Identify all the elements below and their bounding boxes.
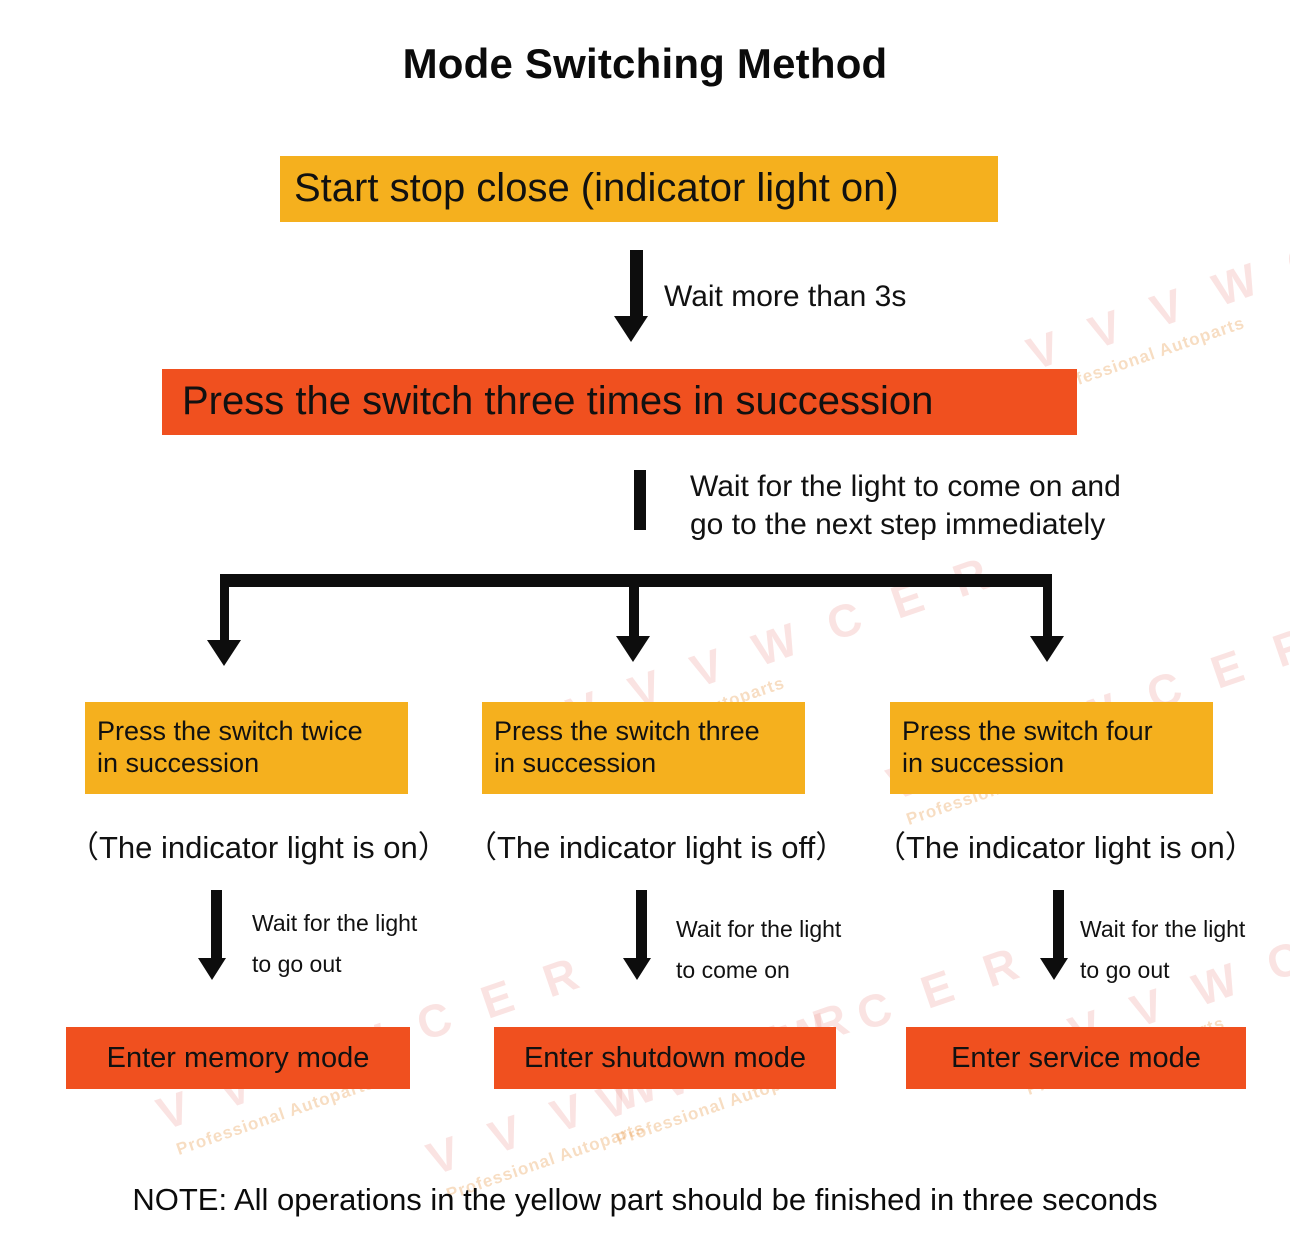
branch-2-action-line-1: Press the switch three [494, 716, 760, 747]
branch-3-wait-line-1: Wait for the light [1080, 916, 1246, 942]
branch-1-action-line-1: Press the switch twice [97, 716, 363, 747]
flow-node-enter-memory-mode: Enter memory mode [66, 1027, 410, 1089]
flow-node-branch-2-action: Press the switch three in succession [482, 702, 805, 794]
branch-1-indicator-note: （The indicator light is on） [68, 830, 449, 865]
branch-3-action-line-1: Press the switch four [902, 716, 1153, 747]
edge-label-wait-light-on: Wait for the light to come on and go to … [690, 468, 1121, 545]
branch-3-wait-line-2: to go out [1080, 957, 1170, 984]
arrow-down-icon [207, 640, 241, 666]
arrow-down-icon [630, 250, 643, 320]
flow-node-branch-1-action: Press the switch twice in succession [85, 702, 408, 794]
page-title: Mode Switching Method [402, 40, 888, 87]
branch-split-bar [220, 574, 1052, 587]
arrow-down-icon [1040, 958, 1068, 980]
arrow-down-icon [220, 585, 229, 645]
arrow-down-icon [1043, 585, 1052, 640]
arrow-down-icon [614, 316, 648, 342]
arrow-down-icon [198, 958, 226, 980]
branch-1-action-line-2: in succession [97, 748, 260, 778]
arrow-down-icon [636, 890, 647, 962]
branch-3-action-line-2: in succession [902, 748, 1065, 778]
branch-1-wait-line-2: to go out [252, 951, 342, 978]
flow-node-branch-3-action: Press the switch four in succession [890, 702, 1213, 794]
edge-label-line-1: Wait for the light to come on and [690, 470, 1121, 503]
edge-label-line-2: go to the next step immediately [690, 508, 1106, 542]
arrow-down-icon [616, 636, 650, 662]
flow-node-enter-shutdown-mode: Enter shutdown mode [494, 1027, 836, 1089]
edge-label-wait-3s: Wait more than 3s [664, 280, 907, 313]
branch-2-wait-label: Wait for the light to come on [676, 909, 841, 992]
branch-1-wait-line-1: Wait for the light [252, 910, 418, 936]
flow-node-press-switch-three-times: Press the switch three times in successi… [162, 369, 1077, 435]
arrow-down-icon [629, 585, 639, 640]
branch-3-indicator-note: （The indicator light is on） [875, 830, 1256, 865]
branch-2-action-line-2: in succession [494, 748, 657, 778]
arrow-down-icon [1053, 890, 1064, 962]
arrow-down-icon [623, 958, 651, 980]
branch-2-wait-line-2: to come on [676, 957, 790, 984]
arrow-down-icon [1030, 636, 1064, 662]
branch-1-wait-label: Wait for the light to go out [252, 903, 417, 986]
footer-note: NOTE: All operations in the yellow part … [132, 1182, 1158, 1217]
branch-3-wait-label: Wait for the light to go out [1080, 909, 1245, 992]
flow-node-enter-service-mode: Enter service mode [906, 1027, 1246, 1089]
branch-2-wait-line-1: Wait for the light [676, 916, 842, 942]
flow-node-start-stop-close: Start stop close (indicator light on) [280, 156, 998, 222]
arrow-down-icon [211, 890, 222, 962]
branch-2-indicator-note: （The indicator light is off） [466, 830, 847, 865]
arrow-down-icon [634, 470, 646, 530]
